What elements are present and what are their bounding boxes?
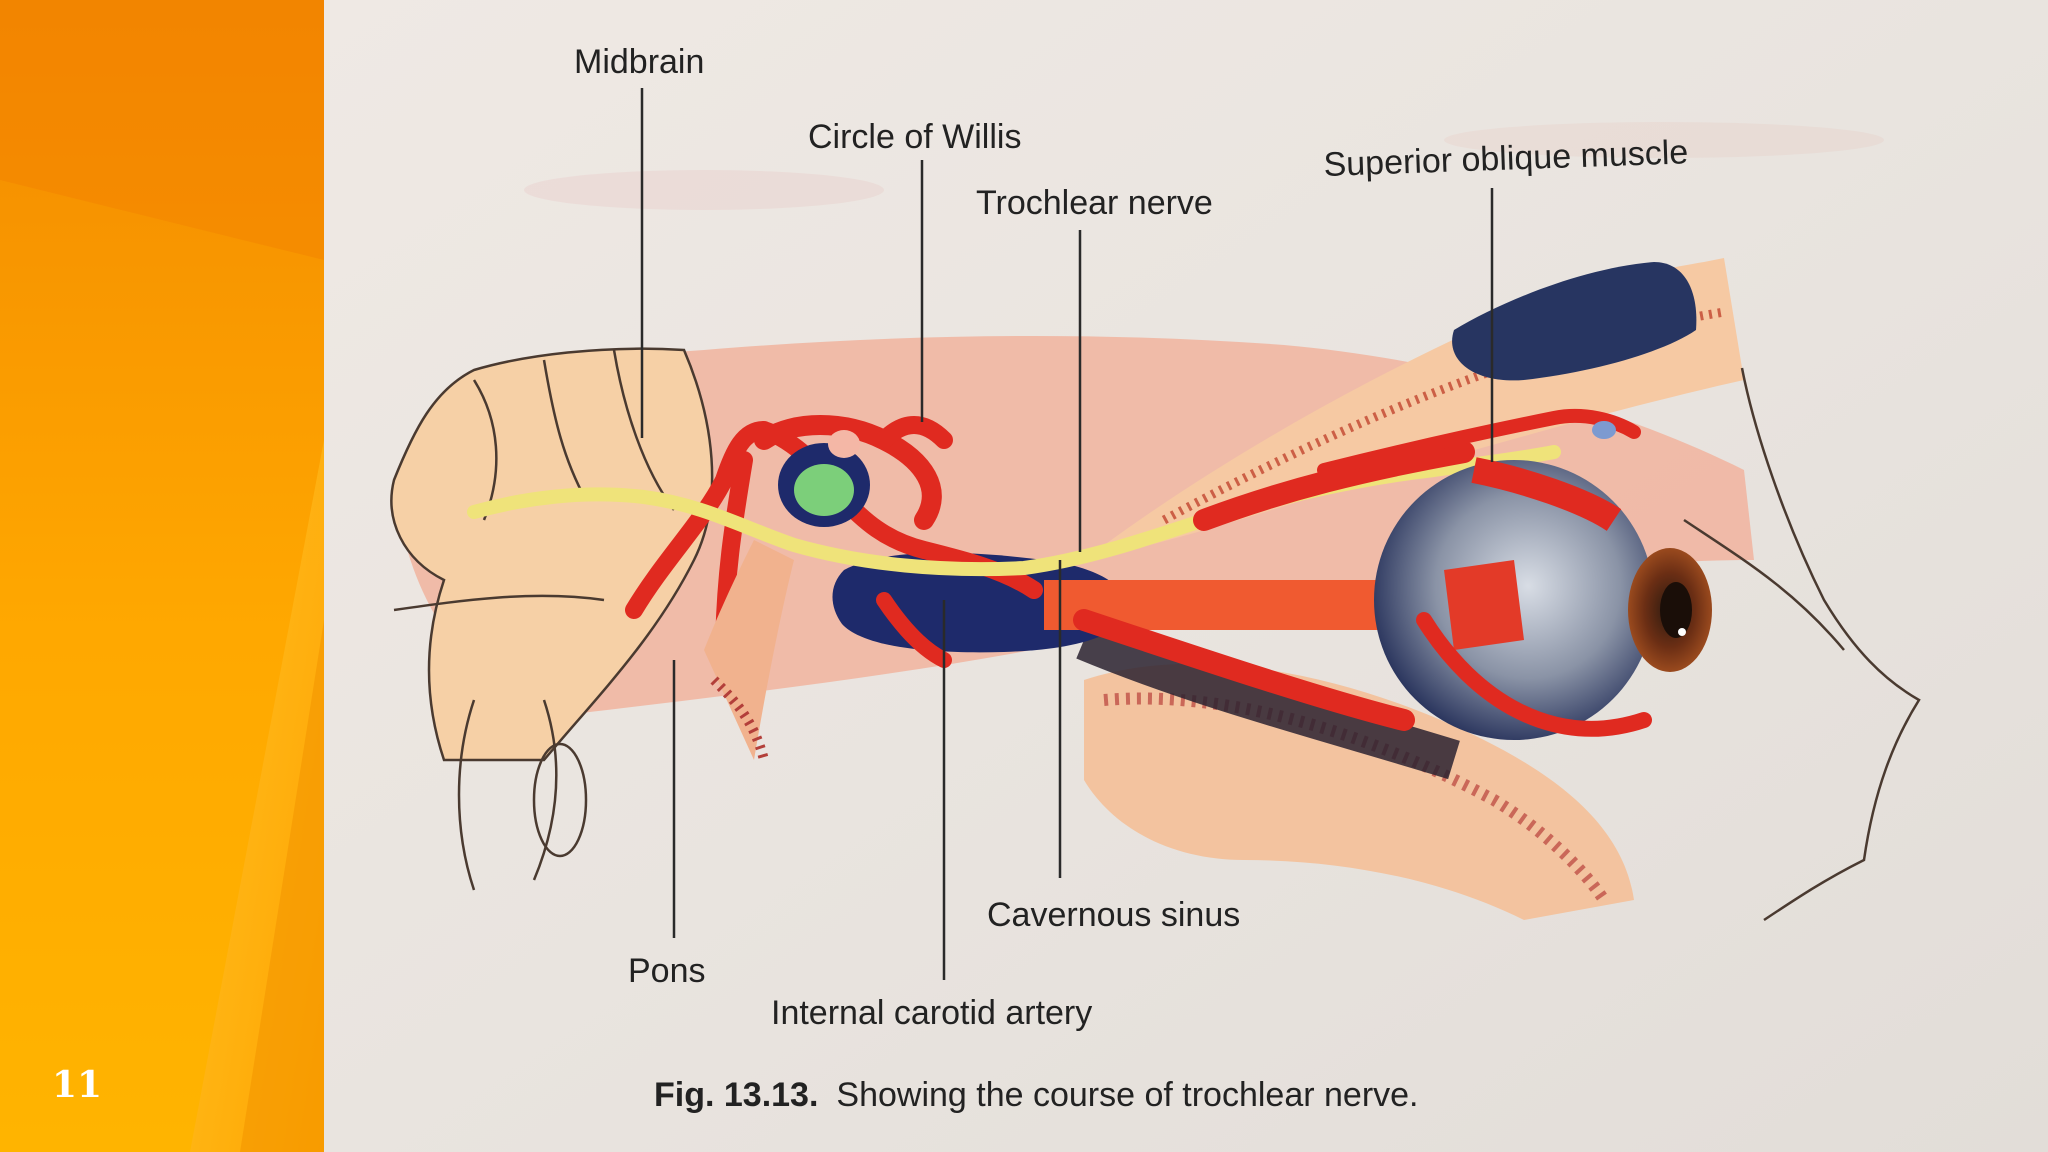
label-midbrain: Midbrain	[574, 43, 704, 81]
superior-oblique-muscle-structure	[1317, 409, 1641, 477]
midbrain-pons	[390, 347, 714, 762]
label-internal-carotid-artery: Internal carotid artery	[771, 994, 1092, 1032]
trochlear-nerve-diagram: Midbrain Circle of Willis Trochlear nerv…	[324, 0, 2048, 1152]
accent-band-graphic	[0, 0, 324, 1152]
facial-outline	[1740, 367, 1921, 922]
label-trochlear-nerve: Trochlear nerve	[976, 184, 1213, 222]
caption-text: Showing the course of trochlear nerve.	[836, 1076, 1418, 1114]
anatomy-figure: Midbrain Circle of Willis Trochlear nerv…	[324, 0, 2048, 1152]
left-accent-band: 11	[0, 0, 324, 1152]
frontal-sinus	[1452, 262, 1697, 381]
eyeball	[1374, 457, 1712, 740]
trochlear-nerve-path	[467, 445, 1561, 577]
orbit-floor	[1084, 663, 1634, 920]
label-cavernous-sinus: Cavernous sinus	[987, 896, 1240, 934]
circle-of-willis-vessels	[754, 415, 953, 530]
figure-caption: Fig. 13.13. Showing the course of trochl…	[654, 1076, 1419, 1114]
caption-number: Fig. 13.13.	[654, 1076, 818, 1114]
label-circle-of-willis: Circle of Willis	[808, 118, 1021, 156]
label-pons: Pons	[628, 952, 706, 990]
slide-number: 11	[52, 1064, 103, 1106]
